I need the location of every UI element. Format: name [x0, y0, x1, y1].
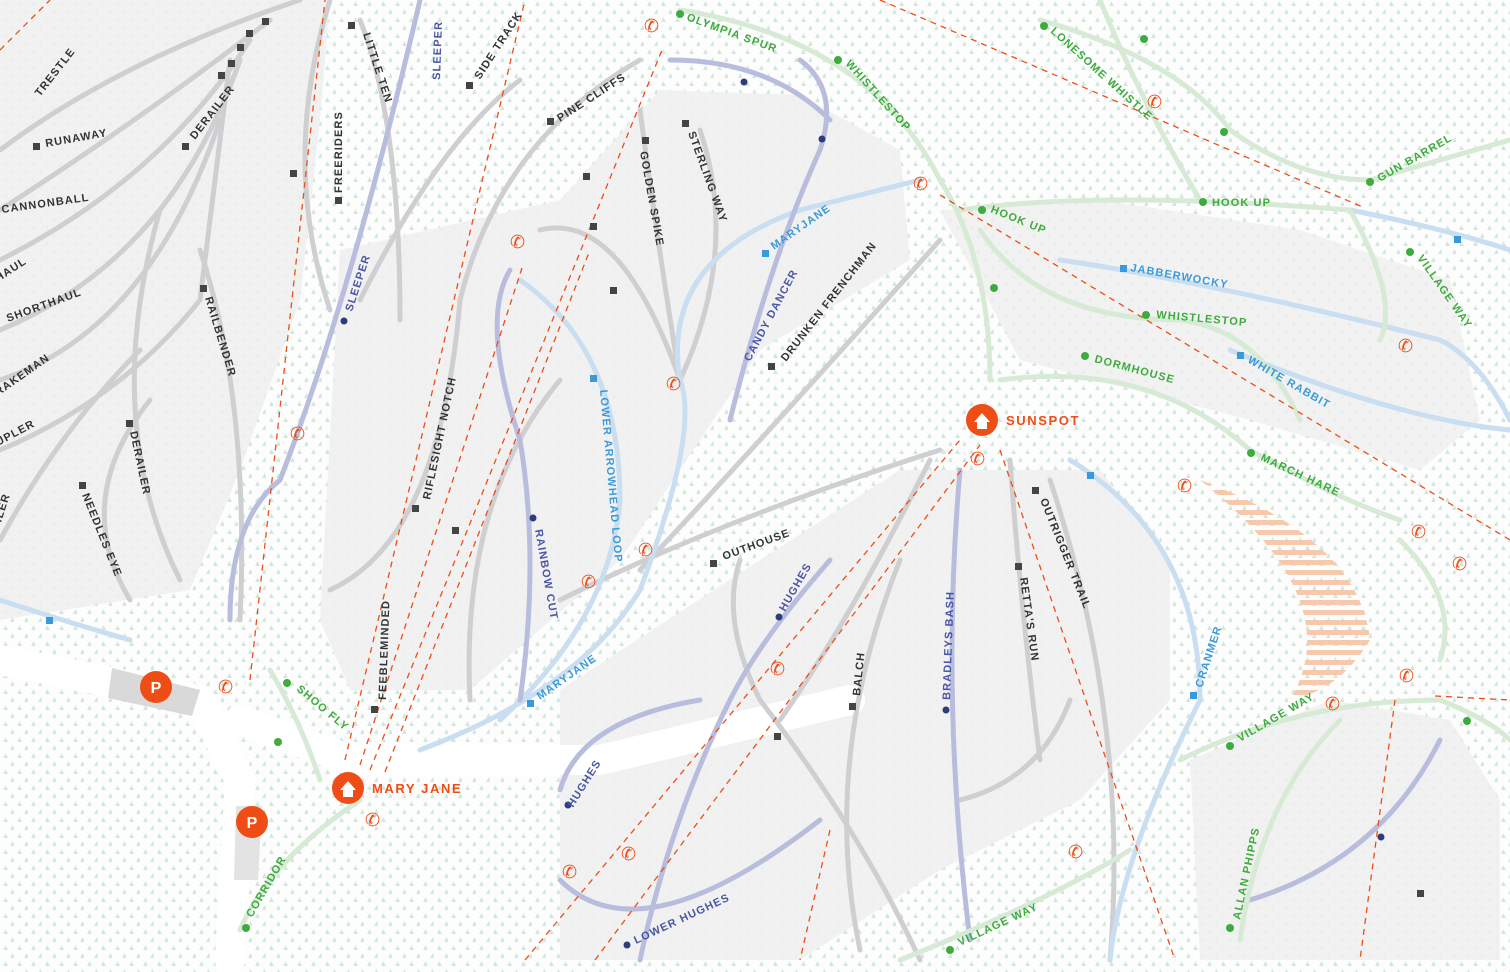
phone-icon: ✆ [510, 232, 525, 253]
svg-text:P: P [247, 815, 258, 832]
blue-runs [0, 177, 1510, 963]
trail-label: BALCH [851, 651, 868, 696]
phone-icons: ✆ ✆ ✆ ✆ ✆ ✆ ✆ ✆ ✆ ✆ ✆ ✆ ✆ ✆ ✆ ✆ ✆ ✆ ✆ ✆ … [218, 16, 1467, 883]
phone-icon: ✆ [1177, 476, 1192, 497]
terrain-park [1200, 480, 1370, 700]
lodge-label: SUNSPOT [1006, 413, 1080, 428]
phone-icon: ✆ [562, 862, 577, 883]
phone-icon: ✆ [666, 374, 681, 395]
parking-icon: P [140, 671, 172, 703]
phone-icon: ✆ [1325, 694, 1340, 715]
trail-label: FEEBLEMINDED [377, 600, 392, 700]
lodge-marker-sunspot[interactable]: SUNSPOT [966, 404, 1080, 436]
trail-label: SLEEPER [431, 21, 445, 80]
phone-icon: ✆ [290, 424, 305, 445]
trail-label: BRADLEYS BASH [941, 591, 957, 700]
trail-label: FREERIDERS [333, 111, 345, 193]
parking-icon: P [236, 806, 268, 838]
phone-icon: ✆ [1399, 666, 1414, 687]
phone-icon: ✆ [970, 449, 985, 470]
phone-icon: ✆ [1411, 522, 1426, 543]
phone-icon: ✆ [365, 810, 380, 831]
home-icon [974, 413, 990, 429]
green-runs [237, 0, 1510, 963]
phone-icon: ✆ [218, 677, 233, 698]
trail-label: HOOK UP [1212, 197, 1271, 209]
phone-icon: ✆ [1452, 554, 1467, 575]
intermediate-runs [227, 0, 1443, 963]
phone-icon: ✆ [644, 16, 659, 37]
phone-icon: ✆ [638, 540, 653, 561]
lodge-marker-mary-jane[interactable]: MARY JANE [332, 772, 462, 804]
phone-icon: ✆ [913, 174, 928, 195]
svg-text:P: P [151, 680, 162, 697]
phone-icon: ✆ [621, 844, 636, 865]
phone-icon: ✆ [1147, 92, 1162, 113]
phone-icon: ✆ [1398, 336, 1413, 357]
phone-icon: ✆ [770, 659, 785, 680]
lodge-label: MARY JANE [372, 781, 462, 796]
home-icon [340, 781, 356, 797]
phone-icon: ✆ [581, 572, 596, 593]
trail-markers [33, 10, 1471, 954]
phone-icon: ✆ [1068, 842, 1083, 863]
